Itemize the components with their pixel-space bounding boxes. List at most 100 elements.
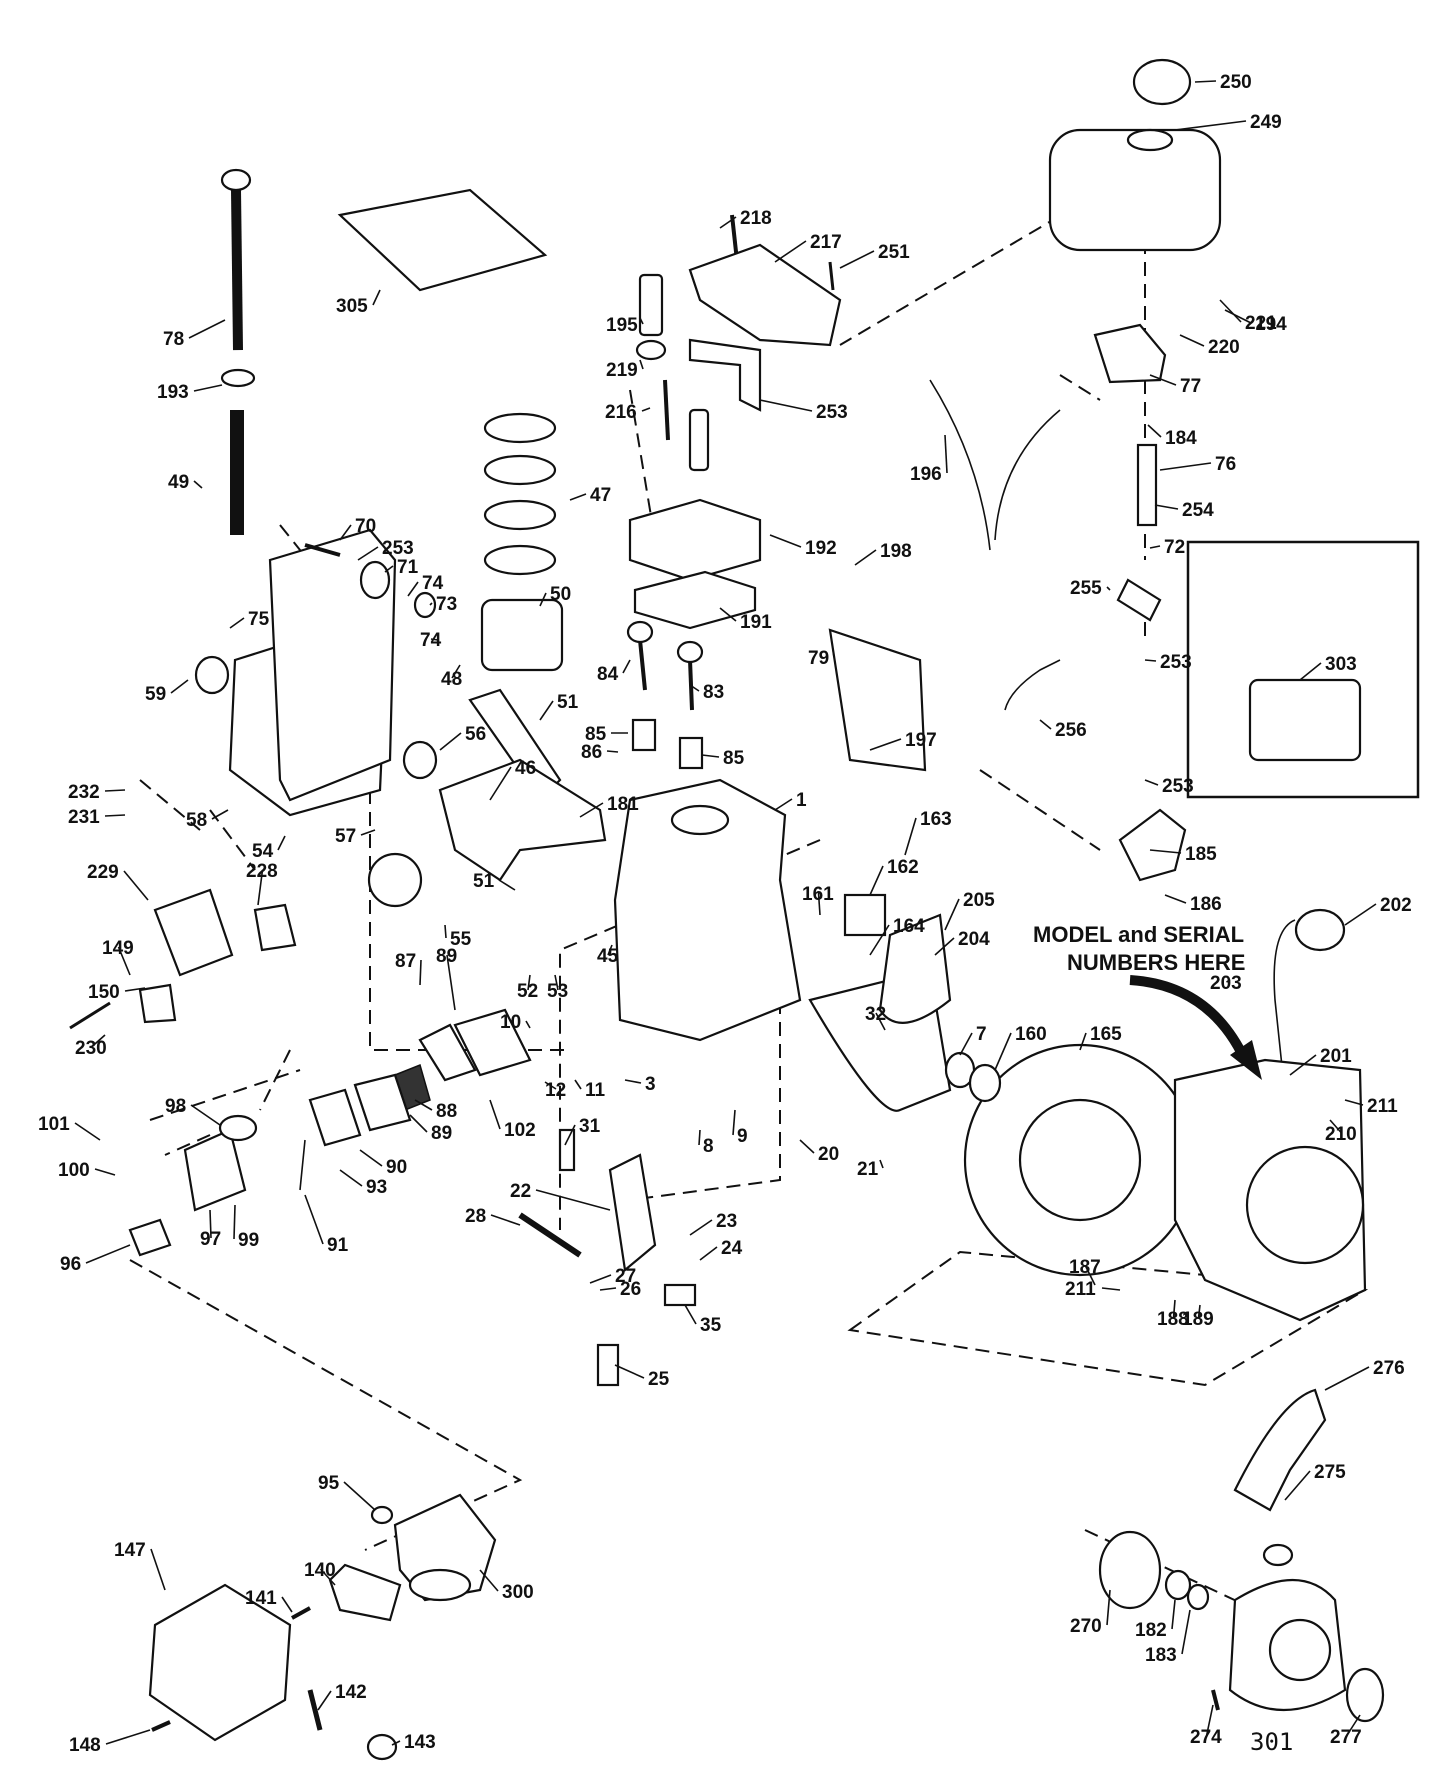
leader-line-20 [799, 1139, 815, 1154]
leader-line-73 [429, 602, 433, 606]
dipstick-cap [220, 168, 252, 192]
part-label-303: 303 [1325, 654, 1357, 675]
part-label-48: 48 [441, 669, 462, 690]
leader-line-303 [1299, 662, 1322, 681]
leader-line-27 [589, 1274, 612, 1284]
part-label-51: 51 [473, 871, 495, 892]
part-label-253: 253 [1160, 652, 1192, 673]
part-label-7: 7 [976, 1024, 987, 1045]
bracket-219-part [1093, 323, 1167, 384]
screw-274-part [1211, 1689, 1220, 1711]
part-label-70: 70 [355, 516, 376, 537]
leader-line-76 [1159, 462, 1212, 471]
oil-seal-59-part [194, 655, 230, 695]
part-label-10: 10 [500, 1012, 521, 1033]
part-label-253: 253 [816, 402, 848, 423]
part-label-23: 23 [716, 1211, 737, 1232]
leader-line-253 [1144, 779, 1159, 786]
part-label-276: 276 [1373, 1358, 1405, 1379]
leader-line-165 [1079, 1032, 1087, 1051]
part-label-232: 232 [68, 782, 100, 803]
part-label-251: 251 [878, 242, 910, 263]
part-label-75: 75 [248, 609, 270, 630]
oil-seal-56-part [402, 740, 438, 780]
leader-line-270 [1106, 1589, 1111, 1626]
part-label-184: 184 [1165, 428, 1197, 449]
leader-line-47 [569, 493, 587, 501]
electric-starter-inset [1186, 540, 1420, 799]
leader-line-201 [1289, 1054, 1317, 1076]
leader-line-186 [1164, 894, 1187, 904]
leader-line-219 [639, 359, 644, 370]
part-label-143: 143 [404, 1732, 436, 1753]
part-label-20: 20 [818, 1144, 839, 1165]
leader-line-193 [193, 384, 223, 392]
leader-line-163 [904, 817, 917, 856]
leader-line-228 [257, 869, 264, 906]
part-label-163: 163 [920, 809, 952, 830]
leader-line-54 [277, 835, 286, 851]
part-label-54: 54 [252, 841, 274, 862]
leader-line-183 [1181, 1609, 1191, 1655]
leader-line-188 [1172, 1299, 1176, 1319]
part-label-95: 95 [318, 1473, 340, 1494]
leader-line-77 [1149, 374, 1177, 386]
leader-line-70 [339, 524, 352, 541]
part-label-89: 89 [436, 946, 457, 967]
bracket-185-part [1118, 808, 1187, 882]
leader-line-52 [527, 974, 531, 991]
spacer-90-part [308, 1088, 362, 1147]
leader-line-277 [1345, 1714, 1361, 1737]
part-label-101: 101 [38, 1114, 70, 1135]
camshaft-gear-part [367, 852, 423, 908]
leader-line-21 [879, 1159, 884, 1169]
governor-gear-part [359, 560, 391, 600]
leader-line-195 [639, 317, 644, 325]
part-label-205: 205 [963, 890, 995, 911]
leader-line-90 [359, 1149, 383, 1167]
piston-part [480, 598, 564, 672]
spool-73-part [413, 591, 437, 619]
leader-line-74 [430, 638, 439, 641]
fuel-line-256-part [1004, 659, 1061, 711]
part-label-210: 210 [1325, 1124, 1357, 1145]
washer-194-part [635, 339, 667, 361]
leader-line-26 [599, 1287, 617, 1291]
part-label-97: 97 [200, 1229, 221, 1250]
part-label-275: 275 [1314, 1462, 1346, 1483]
part-label-196: 196 [910, 464, 942, 485]
leader-line-53 [554, 974, 559, 991]
leader-line-45 [607, 944, 613, 956]
leader-line-10 [525, 1020, 531, 1029]
model-serial-banner-line1: MODEL and SERIAL [1033, 922, 1244, 947]
part-label-305: 305 [336, 296, 368, 317]
part-label-229: 229 [87, 862, 119, 883]
leader-line-85 [701, 754, 720, 758]
part-label-256: 256 [1055, 720, 1087, 741]
part-label-31: 31 [579, 1116, 601, 1137]
leader-line-148 [105, 1729, 151, 1745]
leader-line-143 [391, 1740, 401, 1746]
part-label-188: 188 [1157, 1309, 1189, 1330]
flywheel-hub [1018, 1098, 1142, 1222]
leader-line-202 [1344, 903, 1377, 926]
leader-line-46 [489, 766, 512, 801]
leader-line-56 [439, 732, 462, 751]
part-label-93: 93 [366, 1177, 387, 1198]
leader-line-196 [944, 434, 948, 474]
part-label-211: 211 [1065, 1279, 1096, 1300]
breather-tube-91-part [299, 1139, 306, 1191]
leader-line-91 [304, 1194, 324, 1245]
leader-line-51 [539, 700, 554, 721]
leader-line-23 [689, 1219, 713, 1236]
part-label-74: 74 [422, 573, 444, 594]
part-label-186: 186 [1190, 894, 1222, 915]
air-guide-197-part [828, 628, 927, 772]
leader-line-218 [719, 216, 737, 229]
leader-line-9 [732, 1109, 736, 1136]
leader-line-220 [1179, 334, 1205, 347]
part-label-148: 148 [69, 1735, 101, 1756]
part-label-47: 47 [590, 485, 611, 506]
leader-line-28 [490, 1214, 521, 1226]
part-label-181: 181 [607, 794, 639, 815]
